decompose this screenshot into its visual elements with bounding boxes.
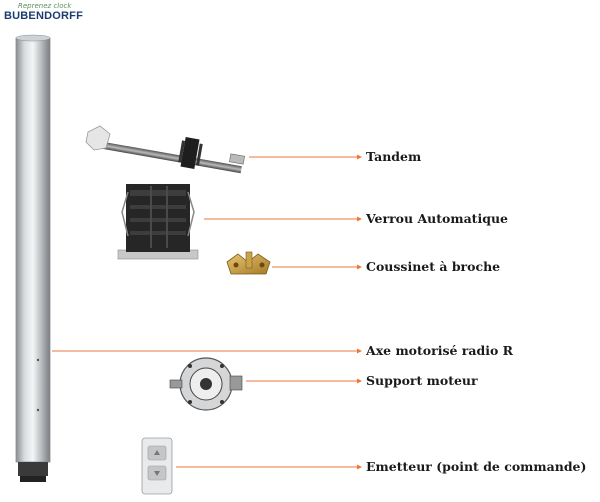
remote-transmitter-part (141, 437, 173, 495)
label-motor-mount: Support moteur (366, 373, 478, 388)
automatic-lock-part (117, 184, 199, 260)
tandem-part (85, 125, 245, 174)
label-pin-bearing: Coussinet à broche (366, 259, 501, 274)
brand-name: BUBENDORFF (4, 10, 83, 22)
brand-tagline: Reprenez clock (18, 2, 72, 10)
motor-tube (15, 34, 51, 482)
label-transmitter: Emetteur (point de commande) (366, 459, 587, 474)
leader-lines (52, 154, 362, 470)
label-motorized-axis: Axe motorisé radio R (366, 343, 514, 358)
label-automatic-lock: Verrou Automatique (366, 211, 508, 226)
motor-mount-part (169, 357, 243, 411)
pin-bearing-part (226, 251, 271, 275)
label-tandem: Tandem (366, 149, 422, 164)
brand-logo: Reprenez clock BUBENDORFF (4, 2, 83, 24)
